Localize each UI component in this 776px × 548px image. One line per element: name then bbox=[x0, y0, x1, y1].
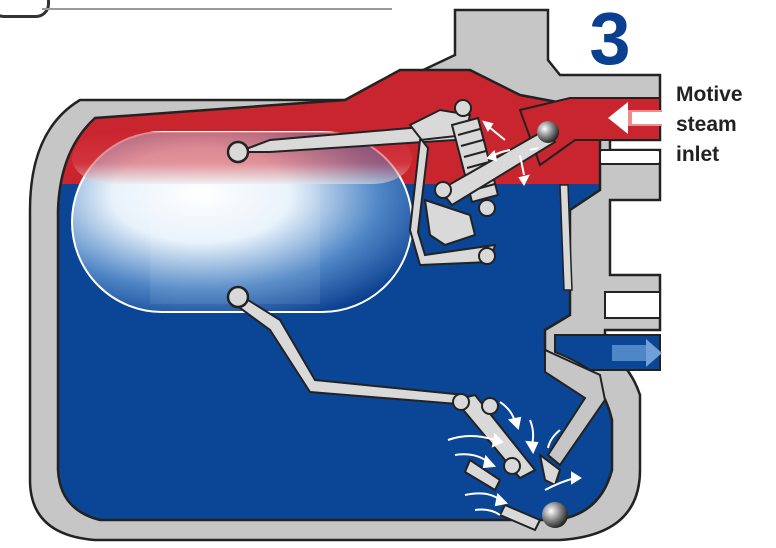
inlet-label-line-2: steam bbox=[676, 110, 776, 140]
motive-steam-inlet-label: Motive steam inlet bbox=[676, 80, 776, 170]
outlet-pivot-a bbox=[453, 394, 469, 410]
body-slot-upper bbox=[600, 150, 660, 164]
outlet-pivot-c bbox=[504, 458, 520, 474]
upper-pivot bbox=[228, 142, 248, 162]
mechanism-pivot-c bbox=[479, 248, 495, 264]
body-slot-lower bbox=[605, 292, 660, 318]
outlet-pivot-b bbox=[482, 398, 498, 414]
outlet-valve-ball bbox=[542, 502, 568, 528]
step-number: 3 bbox=[565, 2, 655, 76]
spring-pivot-top bbox=[455, 100, 471, 116]
inlet-label-line-1: Motive bbox=[676, 80, 776, 110]
inlet-valve-ball bbox=[537, 121, 559, 143]
lower-pivot bbox=[228, 287, 248, 307]
inlet-label-line-3: inlet bbox=[676, 140, 776, 170]
mechanism-pivot-b bbox=[479, 200, 495, 216]
mechanism-pivot-a bbox=[435, 182, 451, 198]
